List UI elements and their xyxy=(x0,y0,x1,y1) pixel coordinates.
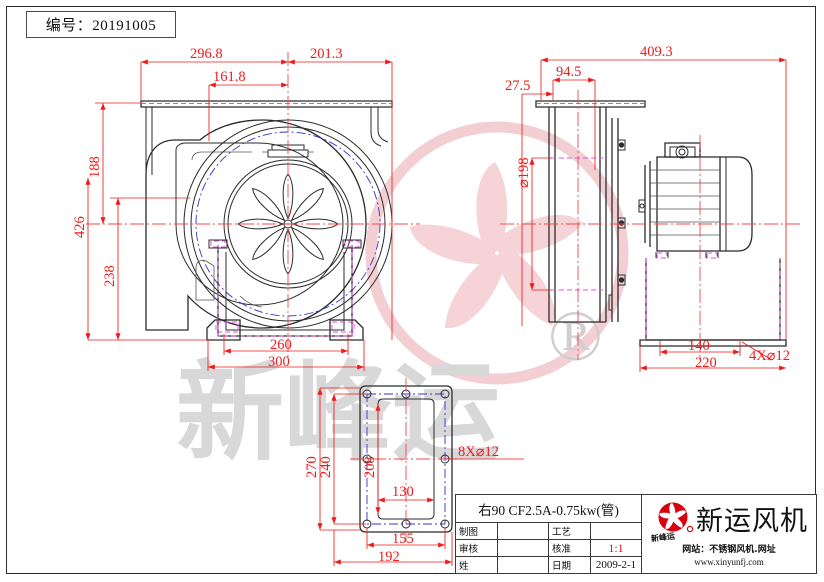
dim-240-label: 240 xyxy=(318,456,334,478)
title-block-row: 姓 日期 2009-2-1 xyxy=(456,557,641,573)
date-label: 日期 xyxy=(549,557,591,573)
dim-296-8-label: 296.8 xyxy=(190,46,223,62)
dim-188-label: 188 xyxy=(87,156,103,178)
website-info: 网站：不锈钢风机.网址 www.xinyunfj.com xyxy=(682,544,775,568)
dim-130-label: 130 xyxy=(392,484,414,500)
reviewer-value[interactable] xyxy=(498,540,549,556)
fan-logo-icon xyxy=(658,502,694,533)
dim-201-3-label: 201.3 xyxy=(310,46,343,62)
dim-270-label: 270 xyxy=(304,456,320,478)
dim-192-label: 192 xyxy=(378,549,400,565)
dim-161-8-label: 161.8 xyxy=(213,69,246,85)
dim-409-3-label: 409.3 xyxy=(640,44,673,60)
sheet-border xyxy=(6,6,816,574)
company-name: 新运风机 xyxy=(696,506,808,538)
date-value[interactable]: 2009-2-1 xyxy=(595,559,637,571)
dim-27-5-label: 27.5 xyxy=(505,78,530,94)
drawing-number-box: 编号：20191005 xyxy=(26,11,176,38)
title-block-row: 制图 工艺 xyxy=(456,523,641,540)
name-value[interactable] xyxy=(498,557,549,573)
company-block: 新峰运 新运风机 网站：不锈钢风机.网址 www.xinyunfj.com xyxy=(642,495,816,573)
approval-label: 核准 xyxy=(549,540,591,556)
front-view-geometry xyxy=(86,52,420,360)
process-value[interactable] xyxy=(591,523,641,539)
reviewer-label: 审核 xyxy=(456,540,498,556)
dim-8xd12-label: 8X⌀12 xyxy=(458,444,499,460)
process-label: 工艺 xyxy=(549,523,591,539)
product-name: 右90 CF2.5A-0.75kw(管) xyxy=(456,495,641,523)
company-logo: 新峰运 xyxy=(650,500,696,544)
website-url[interactable]: www.xinyunfj.com xyxy=(694,557,764,567)
dim-300-label: 300 xyxy=(268,354,290,370)
name-label: 姓 xyxy=(456,557,498,573)
title-block-row: 审核 核准 1:1 xyxy=(456,540,641,557)
dim-426-label: 426 xyxy=(72,216,88,238)
dim-155-label: 155 xyxy=(392,531,414,547)
brand-row: 新峰运 新运风机 xyxy=(642,500,816,544)
dim-dia198-label: ⌀198 xyxy=(516,158,532,188)
drafter-label: 制图 xyxy=(456,523,498,539)
dim-94-5-label: 94.5 xyxy=(556,64,581,80)
dim-220-label: 220 xyxy=(695,355,717,371)
dim-140-label: 140 xyxy=(688,338,710,354)
side-view-geometry xyxy=(500,90,800,360)
front-view-dimensions: 296.8 201.3 161.8 188 426 238 260 300 xyxy=(72,46,393,371)
flange-detail-geometry xyxy=(350,378,462,542)
dim-260-label: 260 xyxy=(270,337,292,353)
title-block-grid: 制图 工艺 审核 核准 1:1 姓 日期 2009-2-1 xyxy=(456,523,641,573)
title-block-left: 右90 CF2.5A-0.75kw(管) 制图 工艺 审核 核准 1:1 姓 xyxy=(456,495,642,573)
scale-value[interactable]: 1:1 xyxy=(608,540,624,555)
drafter-value[interactable] xyxy=(498,523,549,539)
website-label: 网站：不锈钢风机.网址 xyxy=(682,544,776,555)
side-view-dimensions: 409.3 94.5 27.5 ⌀198 140 220 4X⌀12 xyxy=(505,44,790,372)
flange-detail-dimensions: 270 240 208 130 155 192 8X⌀12 xyxy=(304,387,524,566)
dim-208-label: 208 xyxy=(362,456,378,478)
title-block: 右90 CF2.5A-0.75kw(管) 制图 工艺 审核 核准 1:1 姓 xyxy=(455,494,817,574)
dim-238-label: 238 xyxy=(102,265,118,287)
dim-4xd12-label: 4X⌀12 xyxy=(749,348,790,364)
